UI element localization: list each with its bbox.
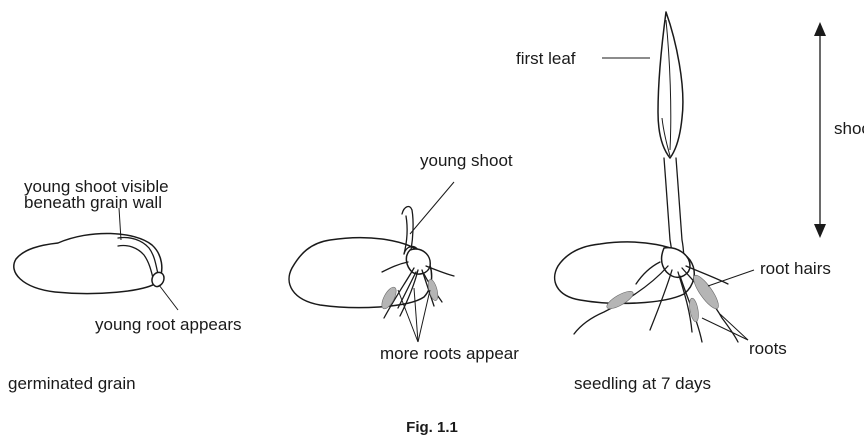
leader-more-roots-3: [417, 289, 431, 343]
leader-more-roots-2: [413, 287, 419, 343]
label-root-hairs: root hairs: [760, 259, 831, 278]
germinated-grain-drawing: [13, 207, 179, 311]
leader-young-shoot: [409, 181, 455, 235]
label-germinated-grain: germinated grain: [8, 374, 136, 393]
label-seedling-7-days: seedling at 7 days: [574, 374, 711, 393]
label-roots: roots: [749, 339, 787, 358]
label-shoot: shoo: [834, 119, 864, 138]
label-young-shoot-visible-line1: young shoot visible: [24, 177, 169, 196]
figure-caption: Fig. 1.1: [406, 419, 458, 436]
leader-roots-1: [701, 317, 749, 341]
leader-roots-2: [719, 313, 749, 341]
label-more-roots-appear: more roots appear: [380, 344, 519, 363]
leader-more-roots-1: [397, 289, 419, 343]
label-young-root-appears: young root appears: [95, 315, 242, 334]
leader-root-hairs: [707, 269, 755, 287]
label-young-shoot-visible-line2: beneath grain wall: [24, 193, 162, 212]
label-first-leaf: first leaf: [516, 49, 576, 68]
leader-young-shoot-visible: [118, 207, 122, 241]
arrowhead-top: [814, 22, 826, 36]
seedling-drawing: [553, 11, 826, 343]
arrowhead-bottom: [814, 224, 826, 238]
grain-stage-two-drawing: [288, 181, 455, 343]
label-young-shoot: young shoot: [420, 151, 513, 170]
leader-young-root: [158, 284, 179, 311]
